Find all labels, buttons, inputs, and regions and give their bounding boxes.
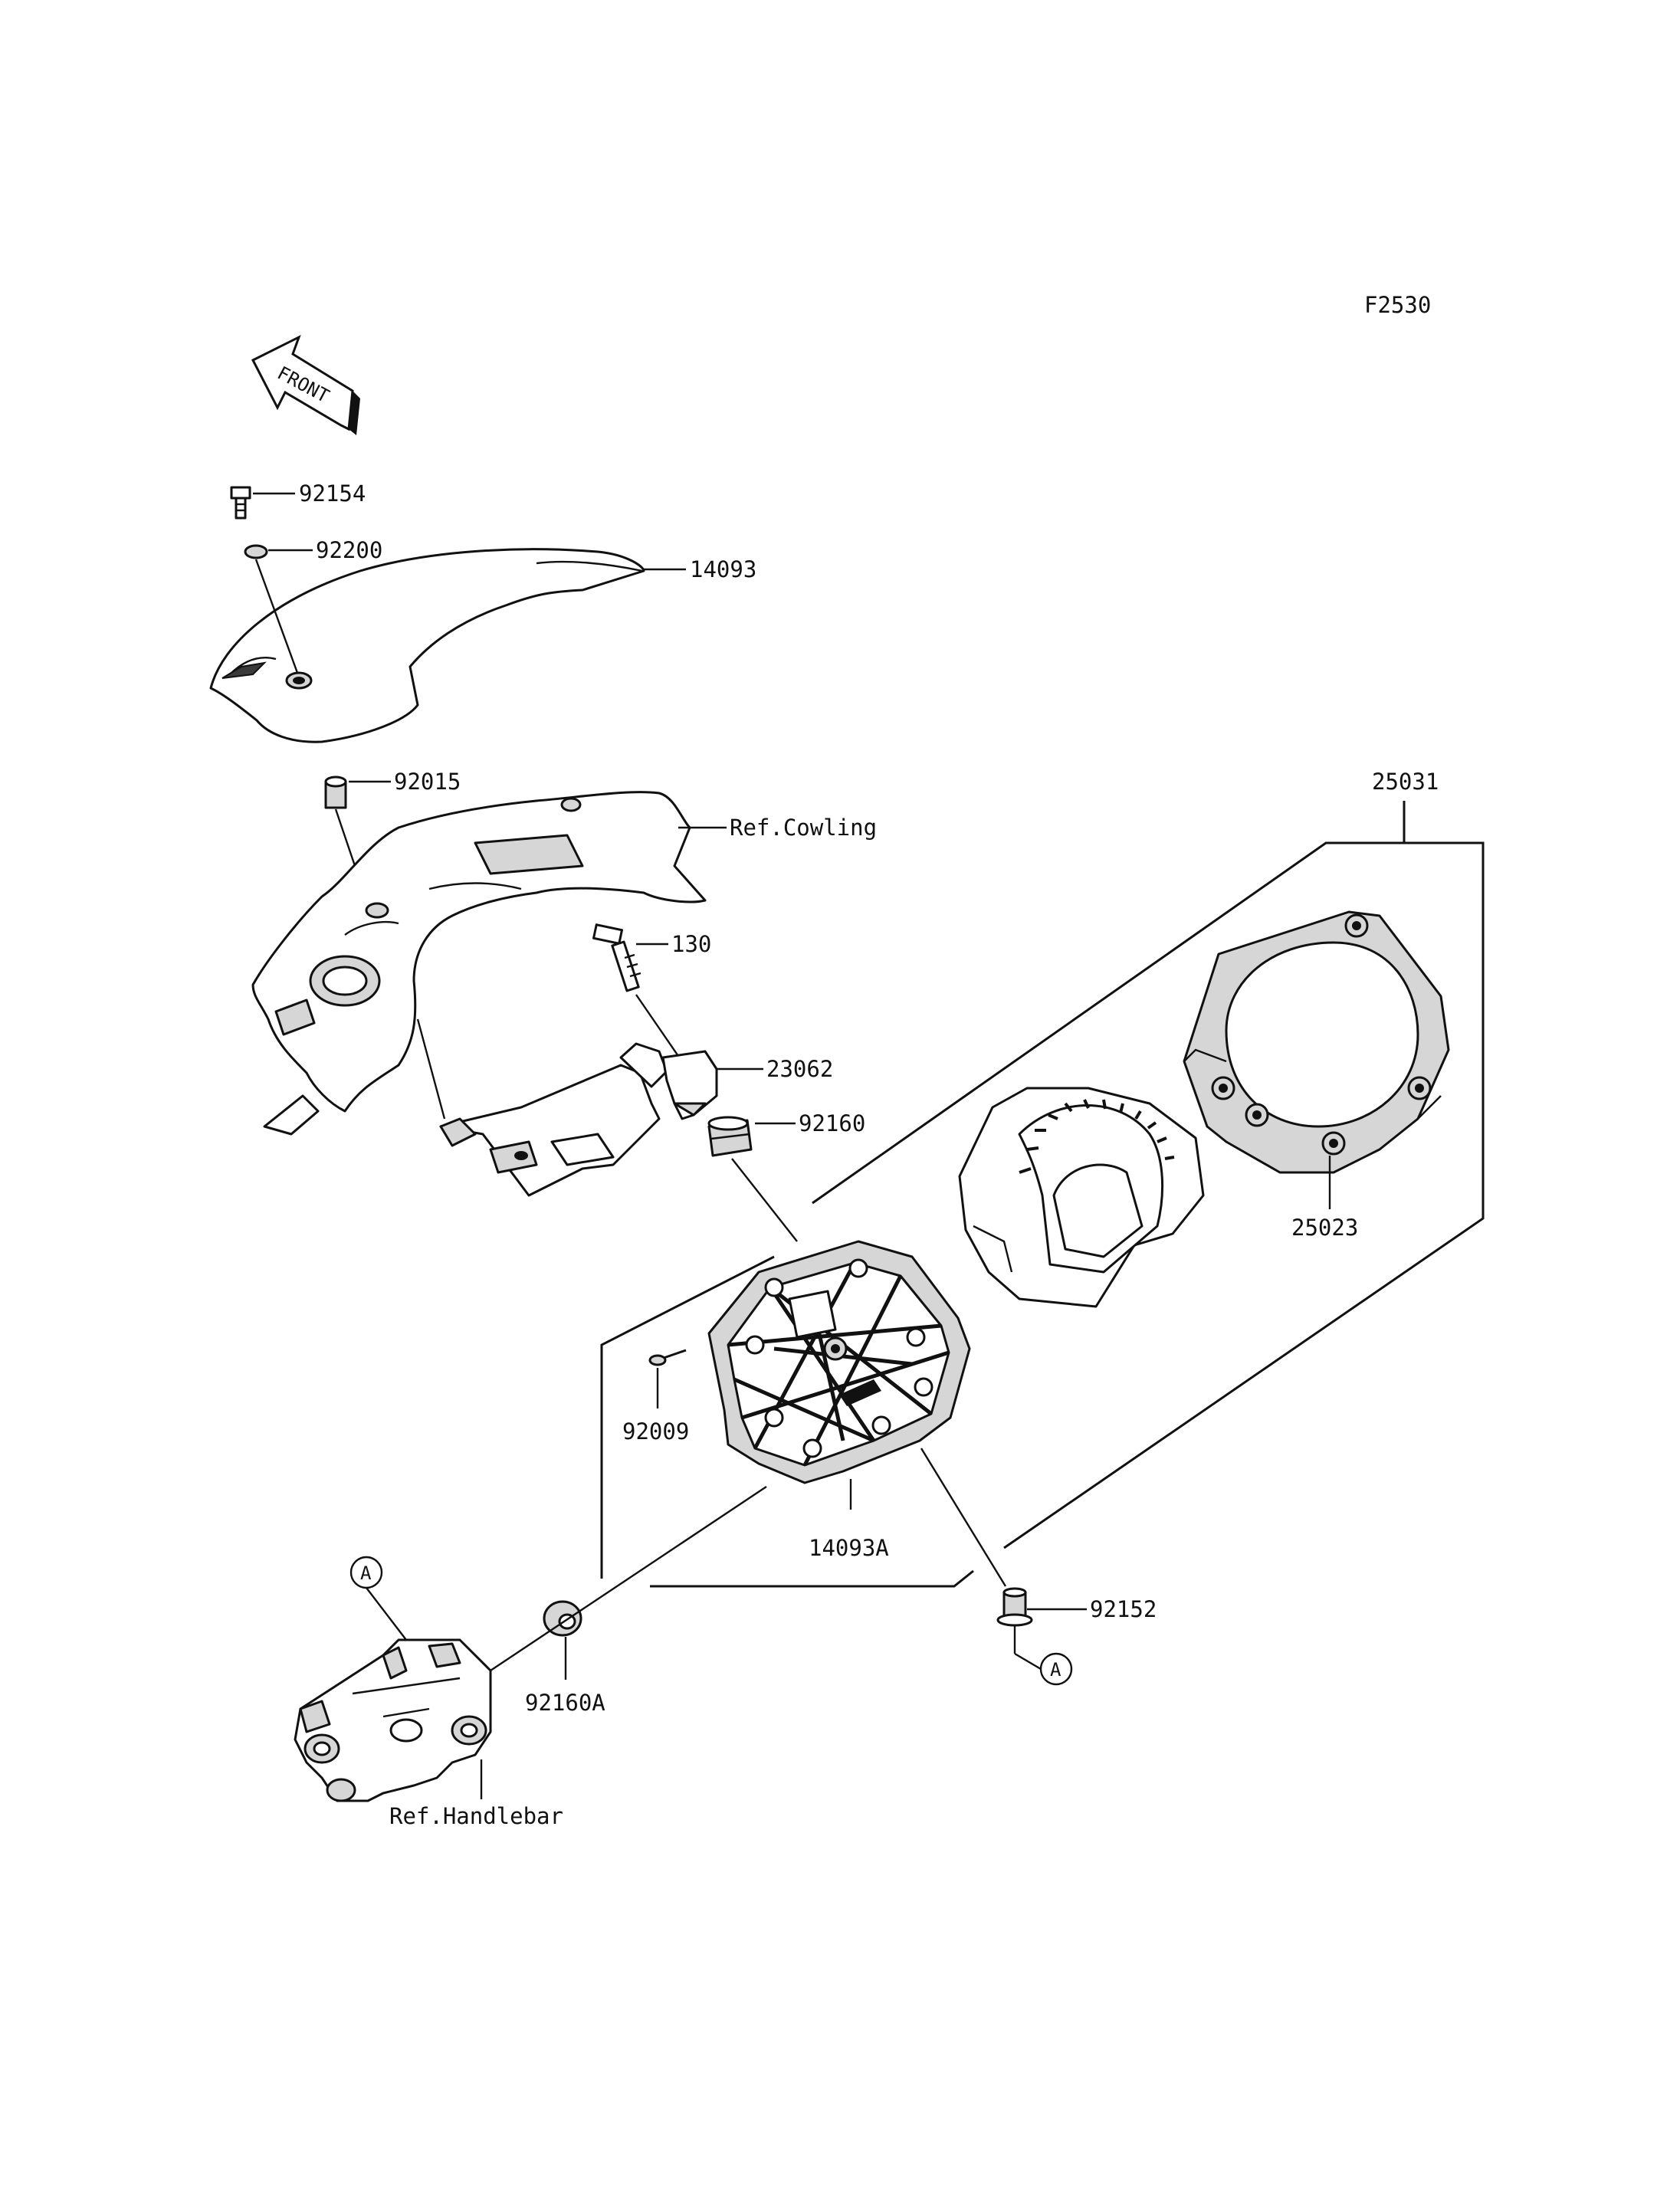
label-25031[interactable]: 25031 bbox=[1372, 769, 1439, 795]
label-14093A[interactable]: 14093A bbox=[809, 1535, 889, 1561]
leader-damper-to-meter bbox=[731, 1158, 798, 1242]
bolt-130[interactable] bbox=[592, 923, 641, 992]
label-92154[interactable]: 92154 bbox=[299, 480, 366, 507]
leader-meter-to-collar bbox=[920, 1448, 1007, 1587]
ref-marker-a-left: A bbox=[349, 1556, 383, 1589]
assembly-bracket-25031 bbox=[600, 801, 1485, 1588]
leader-cowling-to-bracket bbox=[416, 1018, 446, 1120]
ref-marker-a-right: A bbox=[1039, 1652, 1073, 1686]
leader-washer-to-cover bbox=[254, 559, 299, 674]
bracket-23062[interactable] bbox=[439, 1042, 718, 1197]
handlebar-reference[interactable] bbox=[294, 1638, 492, 1802]
collar-92015[interactable] bbox=[324, 776, 347, 809]
label-92152[interactable]: 92152 bbox=[1090, 1596, 1157, 1622]
label-ref-handlebar[interactable]: Ref.Handlebar bbox=[389, 1803, 563, 1829]
label-92200[interactable]: 92200 bbox=[316, 537, 382, 563]
washer-92200[interactable] bbox=[244, 544, 268, 559]
label-130[interactable]: 130 bbox=[671, 931, 711, 957]
leader-ref-a-left bbox=[366, 1587, 407, 1641]
meter-case-14093A[interactable] bbox=[707, 1240, 971, 1484]
front-direction-arrow-icon: FRONT bbox=[251, 334, 360, 435]
label-23062[interactable]: 23062 bbox=[766, 1056, 833, 1082]
label-ref-cowling[interactable]: Ref.Cowling bbox=[730, 815, 877, 841]
meter-display[interactable] bbox=[958, 1087, 1205, 1308]
bolt-92154[interactable] bbox=[230, 486, 251, 520]
collar-92152[interactable] bbox=[996, 1587, 1033, 1627]
cover-14093[interactable] bbox=[209, 548, 645, 743]
cowling-reference[interactable] bbox=[251, 791, 707, 1136]
svg-text:A: A bbox=[1050, 1659, 1061, 1681]
damper-92160[interactable] bbox=[707, 1116, 753, 1157]
label-25023[interactable]: 25023 bbox=[1291, 1215, 1358, 1241]
svg-text:A: A bbox=[360, 1562, 372, 1584]
grommet-92160A[interactable] bbox=[543, 1600, 582, 1637]
label-92160[interactable]: 92160 bbox=[799, 1110, 865, 1136]
screw-92009[interactable] bbox=[648, 1349, 687, 1366]
label-14093[interactable]: 14093 bbox=[690, 556, 756, 582]
label-92015[interactable]: 92015 bbox=[394, 769, 461, 795]
leader-ref-a-right bbox=[1014, 1652, 1042, 1671]
label-92009[interactable]: 92009 bbox=[622, 1418, 689, 1444]
label-92160A[interactable]: 92160A bbox=[525, 1690, 605, 1716]
bezel-25023[interactable] bbox=[1183, 910, 1450, 1174]
diagram-code: F2530 bbox=[1364, 292, 1431, 318]
